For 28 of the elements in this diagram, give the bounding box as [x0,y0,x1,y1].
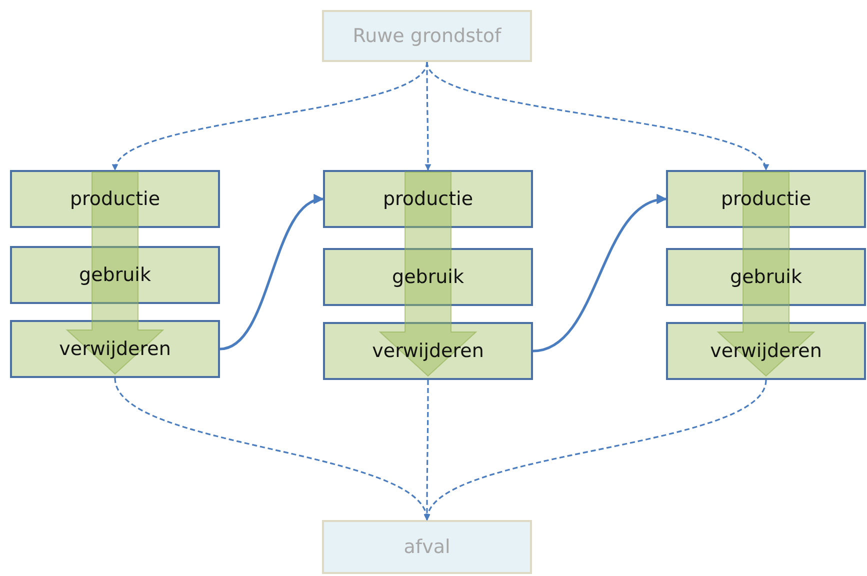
box-label: gebruik [392,266,464,288]
process-box [666,248,866,306]
process-box [10,170,220,228]
process-box [10,320,220,378]
process-box [666,170,866,228]
arrow [426,62,767,171]
box-label: verwijderen [710,340,822,362]
process-box [666,322,866,380]
arrow [424,62,432,171]
arrow [426,380,767,521]
box-label: productie [70,188,160,210]
box-label: productie [720,188,812,210]
arrow [220,196,324,350]
box-label: verwijderen [372,340,484,362]
box-label: afval [404,536,450,558]
box-label: Ruwe grondstof [352,25,502,47]
process-box [10,246,220,304]
arrow [424,380,430,521]
process-box [323,248,533,306]
box-label: verwijderen [59,338,171,360]
arrow [532,196,668,352]
terminal-box [322,10,532,62]
terminal-box [322,520,532,574]
process-box [323,322,533,380]
process-box [323,170,533,228]
box-label: gebruik [730,266,802,288]
box-label: gebruik [79,264,151,286]
box-label: productie [382,188,474,210]
